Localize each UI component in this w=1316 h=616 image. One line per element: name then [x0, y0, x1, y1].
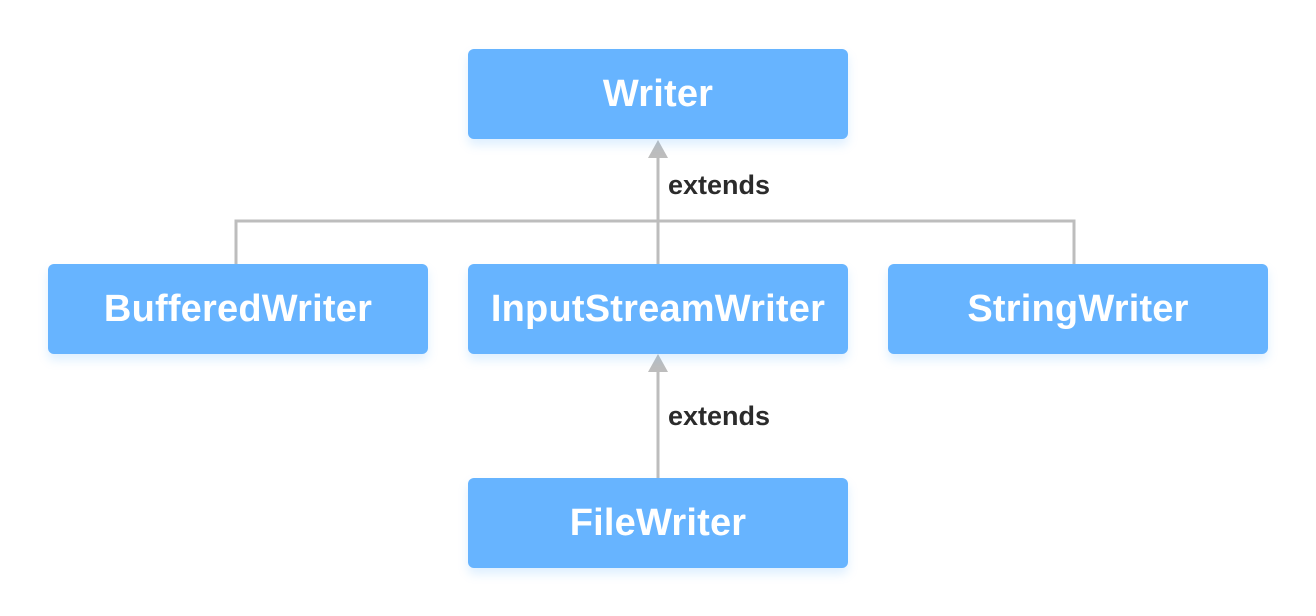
edge-label-extends-top: extends — [668, 170, 771, 200]
arrowhead-bottom-icon — [648, 354, 668, 372]
node-input-stream-writer: InputStreamWriter — [468, 264, 848, 354]
bracket-line-left — [234, 219, 658, 264]
bracket-line-right — [658, 219, 1076, 264]
arrowhead-top-icon — [648, 140, 668, 158]
node-writer: Writer — [468, 49, 848, 139]
node-buffered-writer: BufferedWriter — [48, 264, 428, 354]
node-file-writer: FileWriter — [468, 478, 848, 568]
edge-label-extends-bottom: extends — [668, 401, 771, 431]
node-string-writer: StringWriter — [888, 264, 1268, 354]
